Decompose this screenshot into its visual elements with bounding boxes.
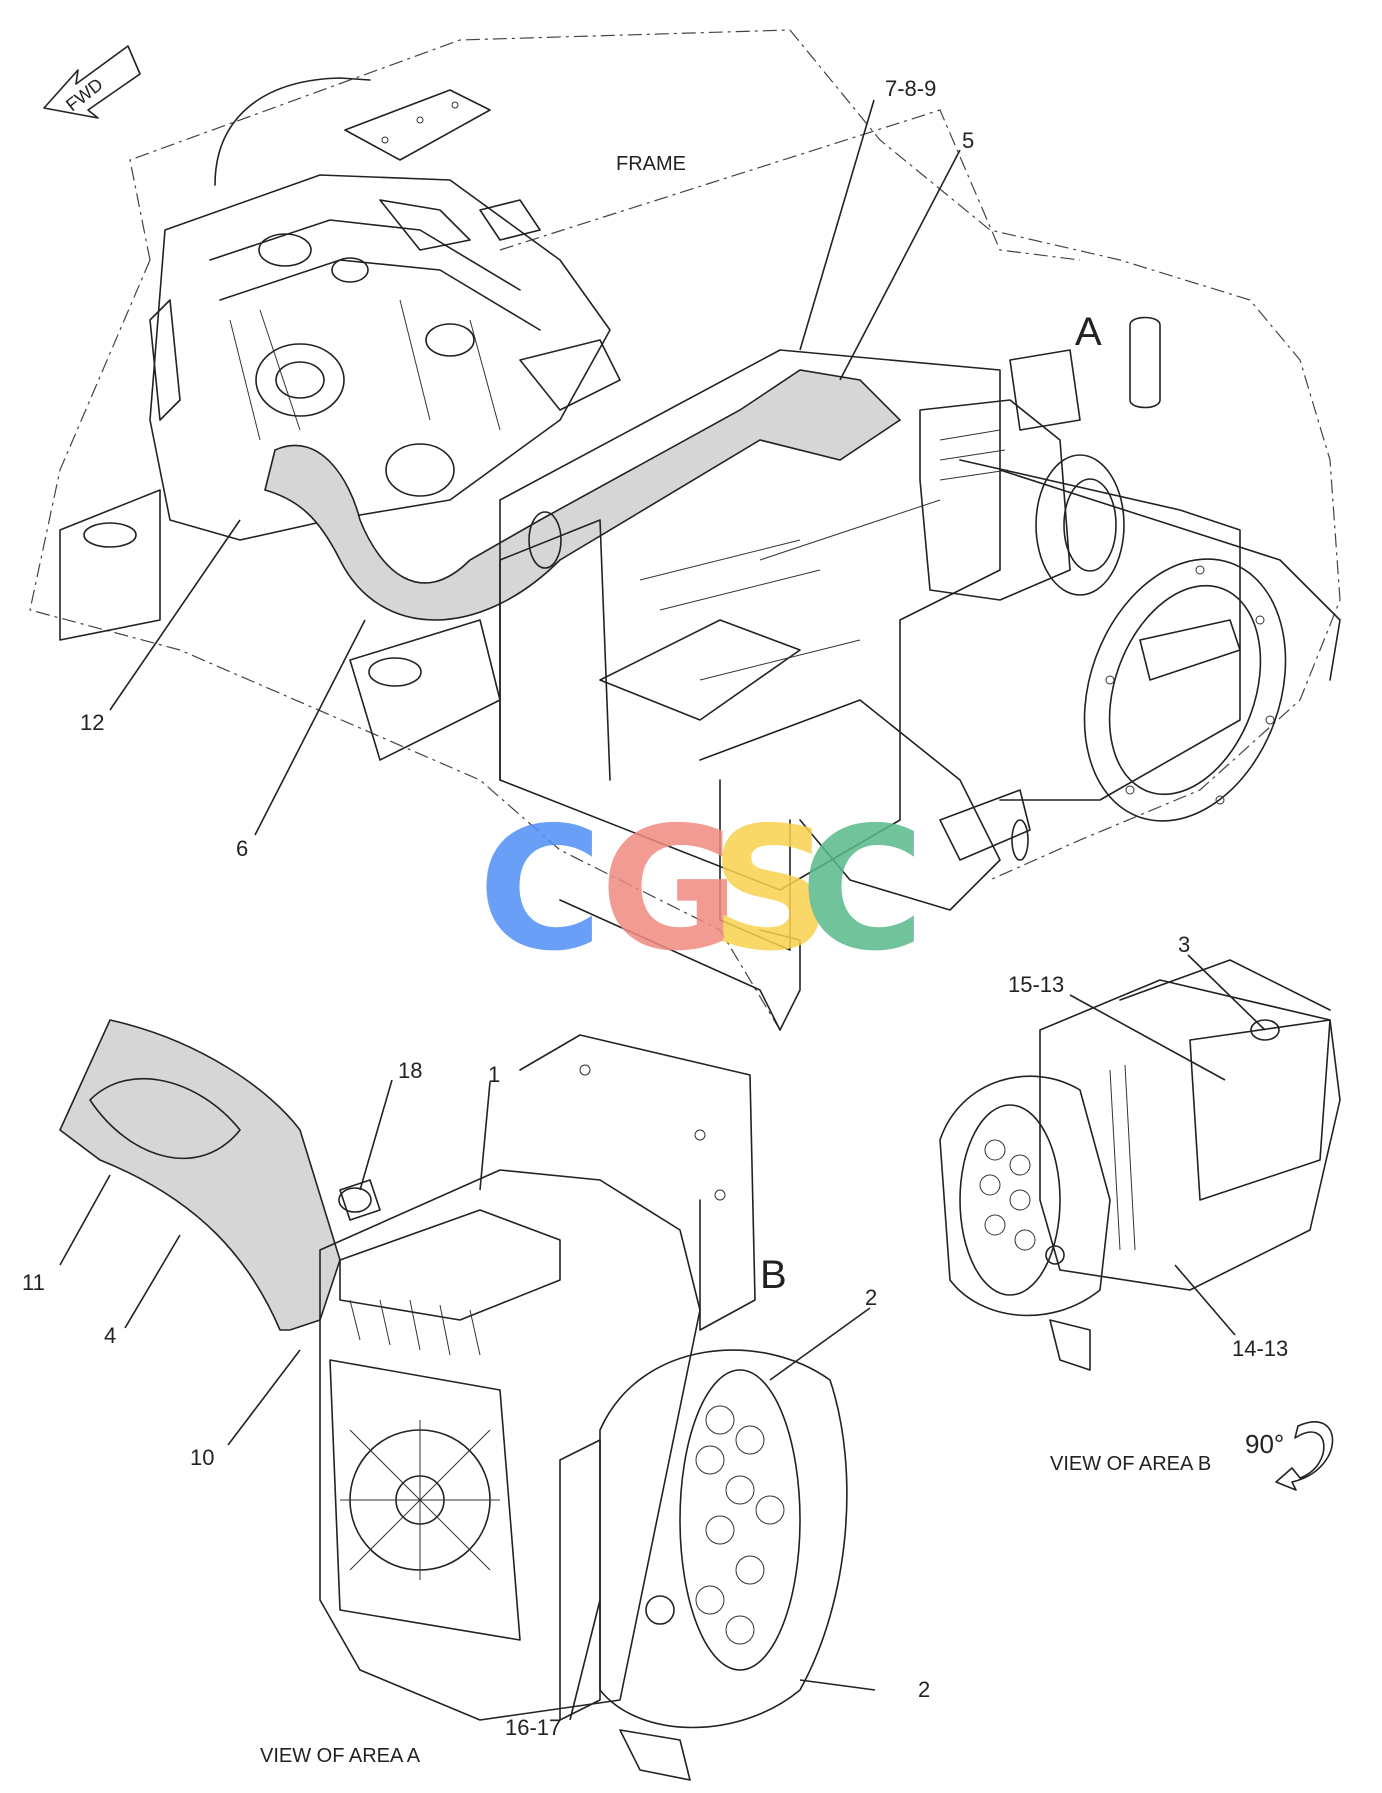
frame-label: FRAME [616,153,686,175]
callout-3: 3 [1178,932,1190,957]
callout-10: 10 [190,1445,214,1470]
watermark: C G S C [478,791,925,989]
frame-outline [29,29,1341,1031]
callout-1: 1 [488,1062,500,1087]
callout-6: 6 [236,836,248,861]
bracket-top [214,77,491,186]
callout-5: 5 [962,128,974,153]
callout-leaders-view-a [59,1079,876,1721]
engine [149,174,621,541]
caption-view-a: VIEW OF AREA A [260,1745,421,1767]
view-area-a [59,1019,848,1781]
air-intake-hose [264,369,902,621]
area-a-label: A [1075,310,1102,354]
callout-18: 18 [398,1058,422,1083]
callout-12: 12 [80,710,104,735]
callout-15-13: 15-13 [1008,972,1064,997]
view-area-b [939,959,1341,1491]
frame-body [59,349,1341,1031]
watermark-letter: C [478,791,603,989]
callout-leaders-top [109,99,961,836]
fwd-arrow: FWD [43,45,141,119]
callout-2-upper: 2 [865,1285,877,1310]
watermark-letter: G [600,791,740,989]
area-b-label: B [760,1253,787,1297]
transmission-flange [1083,558,1287,822]
caption-view-b: VIEW OF AREA B [1050,1453,1211,1475]
air-cleaner-small [919,316,1161,601]
callout-7-8-9: 7-8-9 [885,76,936,101]
callout-4: 4 [104,1323,116,1348]
watermark-letter: C [800,791,925,989]
callout-14-13: 14-13 [1232,1336,1288,1361]
watermark-letter: S [710,791,832,989]
callout-leaders-view-b [1069,954,1266,1336]
rotation-label: 90° [1245,1429,1284,1459]
callout-11: 11 [22,1270,45,1295]
callout-16-17: 16-17 [505,1715,561,1740]
callout-2-lower: 2 [918,1677,930,1702]
